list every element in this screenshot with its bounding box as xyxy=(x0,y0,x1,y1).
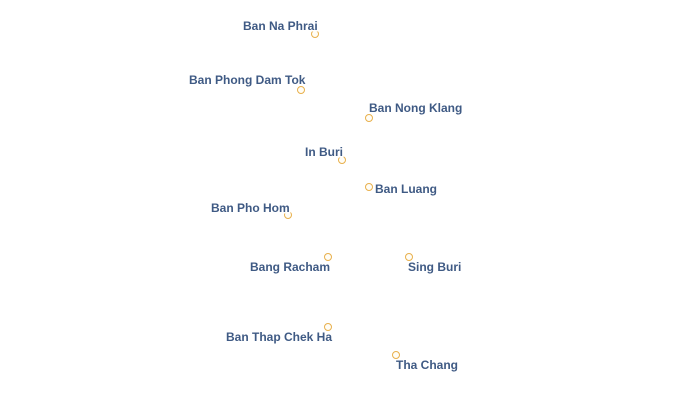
place-marker-ban-luang[interactable] xyxy=(365,183,373,191)
place-marker-ban-nong-klang[interactable] xyxy=(365,114,373,122)
place-label-sing-buri: Sing Buri xyxy=(408,260,462,274)
place-marker-ban-thap-chek-ha[interactable] xyxy=(324,323,332,331)
place-label-tha-chang: Tha Chang xyxy=(396,358,458,372)
place-marker-bang-racham[interactable] xyxy=(324,253,332,261)
place-label-ban-pho-hom: Ban Pho Hom xyxy=(211,201,290,215)
place-marker-ban-na-phrai[interactable] xyxy=(311,30,319,38)
place-marker-ban-pho-hom[interactable] xyxy=(284,211,292,219)
place-marker-sing-buri[interactable] xyxy=(405,253,413,261)
place-marker-tha-chang[interactable] xyxy=(392,351,400,359)
place-marker-ban-phong-dam-tok[interactable] xyxy=(297,86,305,94)
place-label-ban-nong-klang: Ban Nong Klang xyxy=(369,101,463,115)
place-label-ban-na-phrai: Ban Na Phrai xyxy=(243,19,318,33)
place-marker-in-buri[interactable] xyxy=(338,156,346,164)
place-label-bang-racham: Bang Racham xyxy=(250,260,331,274)
place-label-ban-thap-chek-ha: Ban Thap Chek Ha xyxy=(226,330,333,344)
place-label-in-buri: In Buri xyxy=(305,145,343,159)
place-label-ban-phong-dam-tok: Ban Phong Dam Tok xyxy=(189,73,306,87)
place-label-ban-luang: Ban Luang xyxy=(375,182,437,196)
